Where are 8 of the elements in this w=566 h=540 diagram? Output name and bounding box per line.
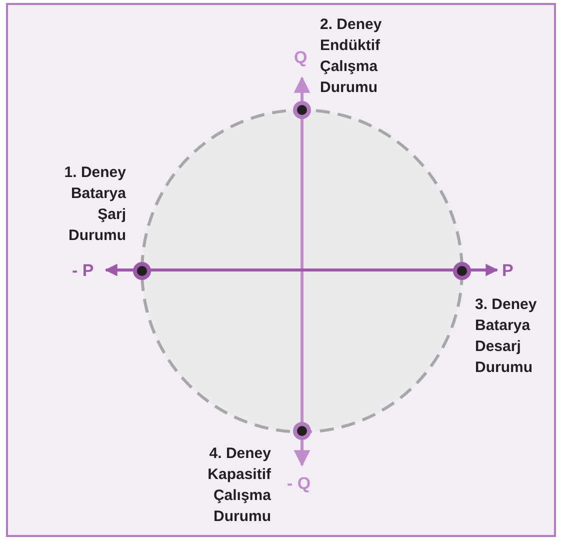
axis-label: Q bbox=[294, 48, 308, 68]
state-label: 4. Deney Kapasitif Çalışma Durumu bbox=[206, 444, 271, 527]
state-label: 3. Deney Batarya Desarj Durumu bbox=[475, 295, 538, 378]
axis-label: - P bbox=[72, 261, 94, 281]
state-label: 2. Deney Endüktif Çalışma Durumu bbox=[320, 15, 383, 98]
axis-label: - Q bbox=[287, 474, 311, 494]
state-label: 1. Deney Batarya Şarj Durumu bbox=[63, 163, 126, 246]
axis-label: P bbox=[502, 261, 514, 281]
